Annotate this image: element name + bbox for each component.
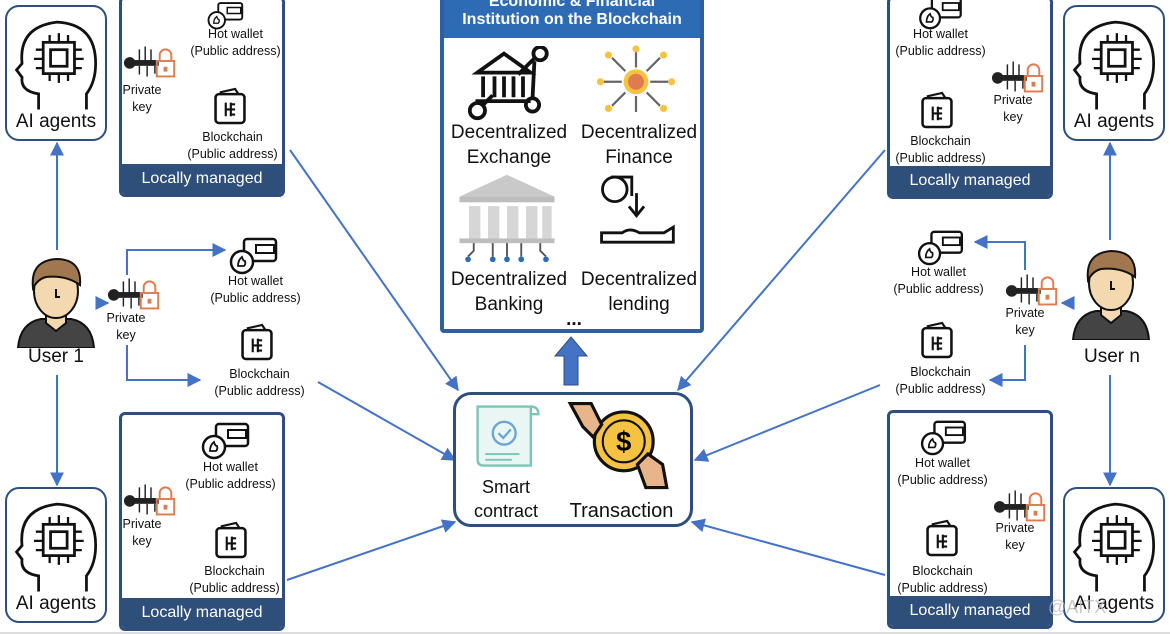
- decentralized-banking-icon: [452, 170, 562, 265]
- private-key-icon: [1004, 268, 1062, 310]
- user-avatar-icon: [15, 253, 97, 348]
- hot-wallet-label: Hot wallet(Public address): [190, 27, 281, 58]
- private-key-icon: [990, 55, 1048, 97]
- ai-agents-box-top-right: AI agents: [1063, 5, 1165, 141]
- decentralized-lending-icon: [594, 172, 679, 252]
- hot-wallet-icon: [915, 228, 965, 266]
- user-1-label: User 1: [28, 346, 84, 367]
- ai-agents-box-bottom-right: AI agents: [1063, 487, 1165, 623]
- hot-wallet-label: Hot wallet(Public address): [210, 274, 301, 305]
- user-n-label: User n: [1084, 346, 1140, 367]
- locally-managed-panel-top-right: Locally managed: [887, 0, 1053, 199]
- blockchain-label: Blockchain(Public address): [187, 130, 278, 161]
- locally-managed-label: Locally managed: [122, 598, 282, 628]
- more-ellipsis: ...: [566, 309, 582, 330]
- private-key-icon: [122, 478, 180, 520]
- transaction-label: Transaction: [569, 500, 674, 522]
- blockchain-icon: [925, 518, 959, 558]
- blockchain-icon: [920, 90, 954, 130]
- locally-managed-label: Locally managed: [890, 166, 1050, 196]
- transaction-icon: [566, 397, 671, 492]
- ai-agents-label: AI agents: [15, 593, 97, 614]
- ai-agents-label: AI agents: [1073, 111, 1155, 132]
- hot-wallet-label: Hot wallet(Public address): [185, 460, 276, 491]
- blockchain-icon: [214, 520, 248, 560]
- decentralized-exchange-icon: [466, 46, 561, 122]
- blockchain-icon: [240, 322, 274, 362]
- ai-head-chip-icon: [1069, 11, 1161, 116]
- hot-wallet-icon: [200, 420, 250, 460]
- ai-agents-box-bottom-left: AI agents: [5, 487, 107, 623]
- decentralized-finance-icon: [596, 44, 676, 116]
- locally-managed-label: Locally managed: [890, 596, 1050, 626]
- ai-head-chip-icon: [1069, 493, 1161, 598]
- private-key-icon: [106, 272, 164, 314]
- blockchain-icon: [920, 320, 954, 360]
- ai-agents-label: AI agents: [15, 111, 97, 132]
- blockchain-label: Blockchain(Public address): [214, 367, 305, 398]
- watermark: @AITX: [1048, 597, 1107, 617]
- blockchain-label: Blockchain(Public address): [189, 564, 280, 595]
- locally-managed-panel-top-left: Locally managed: [119, 0, 285, 197]
- hot-wallet-icon: [228, 235, 278, 275]
- bottom-divider: [0, 632, 1170, 634]
- user-avatar-icon: [1070, 245, 1152, 340]
- blockchain-icon: [213, 86, 247, 126]
- blockchain-label: Blockchain(Public address): [895, 134, 986, 165]
- hot-wallet-icon: [918, 418, 968, 456]
- ai-agents-box-top-left: AI agents: [5, 5, 107, 141]
- blockchain-label: Blockchain(Public address): [897, 564, 988, 595]
- smart-contract-icon: [470, 399, 546, 475]
- locally-managed-panel-bottom-right: Locally managed: [887, 410, 1053, 629]
- locally-managed-label: Locally managed: [122, 164, 282, 194]
- ai-head-chip-icon: [11, 11, 103, 116]
- ai-head-chip-icon: [11, 493, 103, 598]
- blockchain-label: Blockchain(Public address): [895, 365, 986, 396]
- hot-wallet-label: Hot wallet(Public address): [897, 456, 988, 487]
- up-arrow-icon: [554, 336, 588, 386]
- private-key-icon: [122, 40, 180, 82]
- ai-agents-label: AI agents: [1073, 593, 1155, 614]
- hot-wallet-label: Hot wallet(Public address): [895, 27, 986, 58]
- hot-wallet-label: Hot wallet(Public address): [893, 265, 984, 296]
